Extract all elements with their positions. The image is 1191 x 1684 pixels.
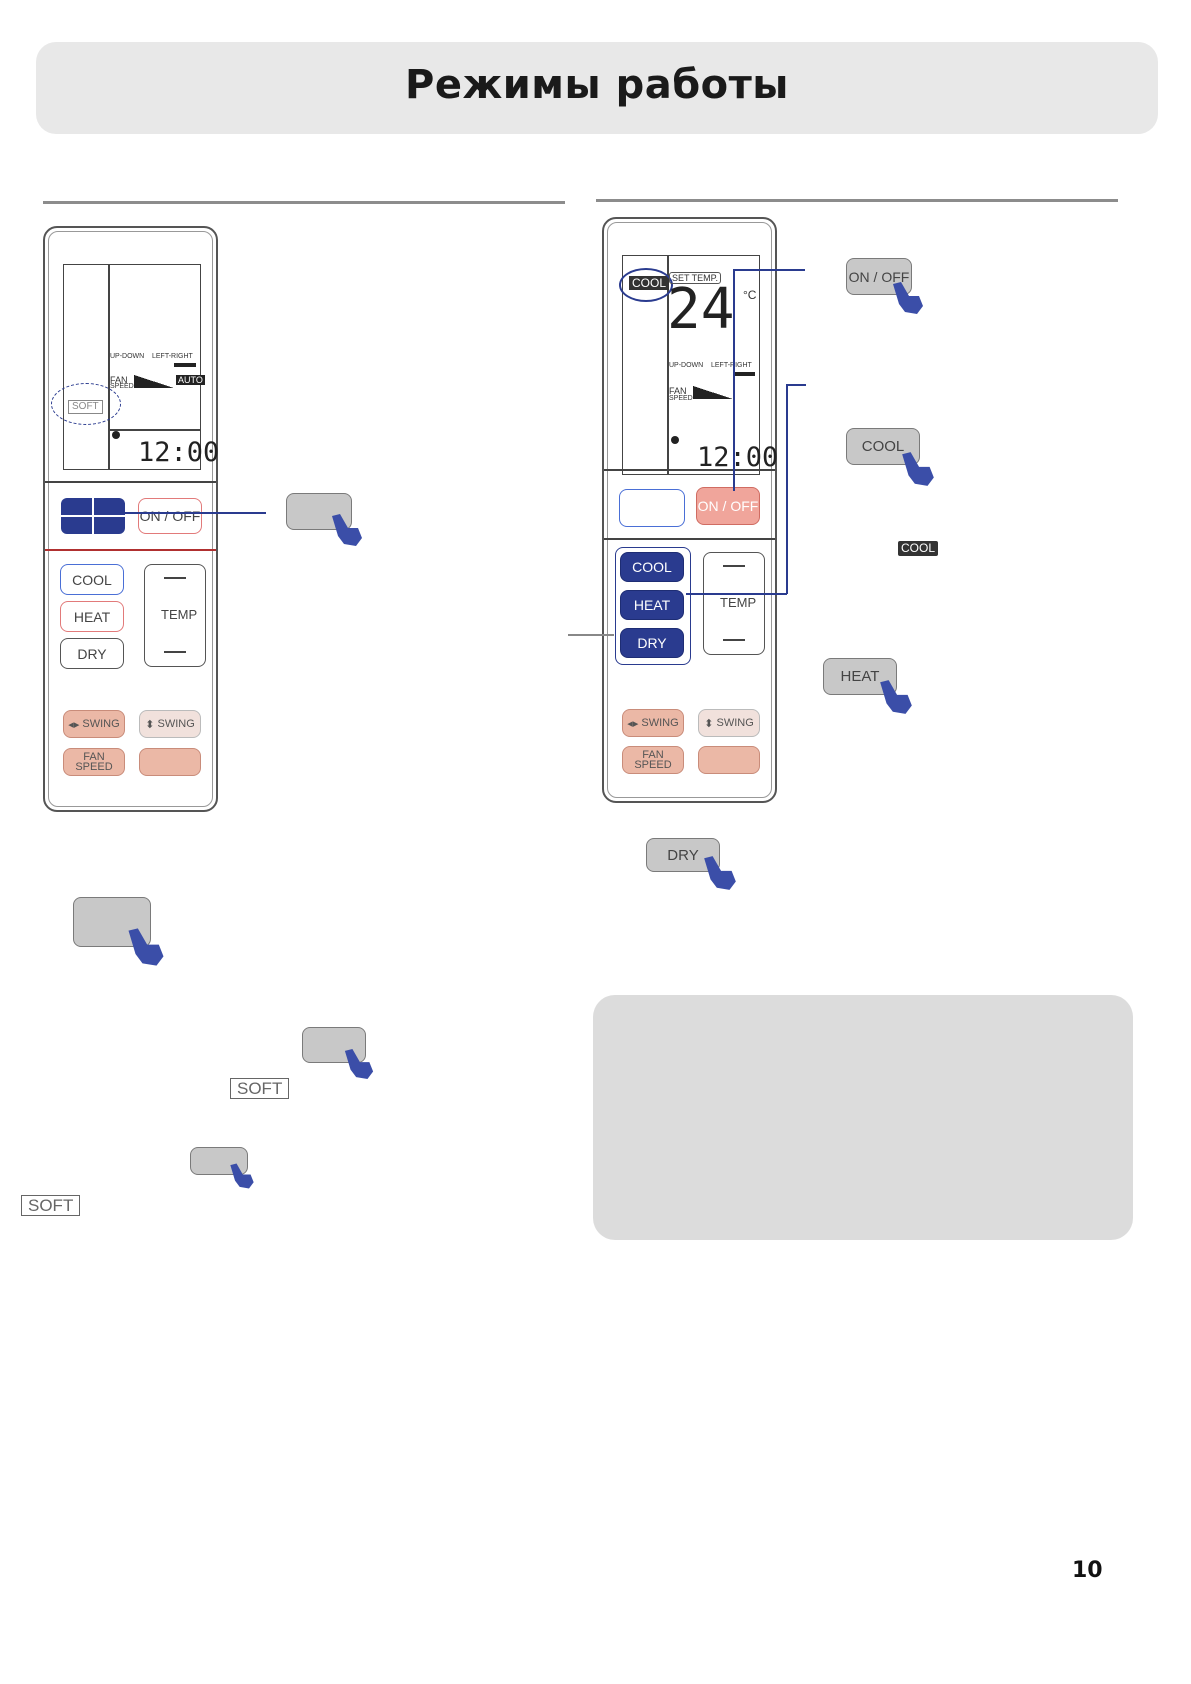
clock-icon	[112, 431, 120, 439]
leader-line-onoff-h	[733, 269, 805, 271]
swing-fan-icon	[174, 349, 196, 367]
leader-line-modes	[786, 384, 788, 594]
hand-pointer-icon	[344, 1048, 374, 1080]
leader-line-onoff	[733, 269, 735, 491]
fan-label: FAN	[669, 386, 687, 396]
temp-label: TEMP	[161, 607, 198, 622]
celsius-unit: °C	[743, 288, 757, 302]
heat-button[interactable]: HEAT	[60, 601, 124, 632]
cool-button[interactable]: COOL	[620, 552, 684, 582]
remote-control-left: UP-DOWN LEFT-RIGHT FAN SPEED AUTO SOFT 1…	[43, 226, 219, 812]
soft-indicator-label: SOFT	[230, 1078, 290, 1099]
hand-pointer-icon	[332, 514, 362, 546]
hand-pointer-icon	[230, 1163, 254, 1189]
clock-display: 12:00	[697, 442, 779, 473]
hand-pointer-icon	[704, 856, 736, 890]
on-off-button[interactable]: ON / OFF	[138, 498, 202, 534]
left-section-rule	[43, 201, 565, 204]
callout-cool: COOL	[846, 428, 920, 465]
page-title: Режимы работы	[405, 62, 789, 108]
cool-highlight-ellipse	[619, 268, 673, 302]
swing-horizontal-button[interactable]: ◂▸ SWING	[622, 709, 684, 737]
left-right-label: LEFT-RIGHT	[711, 362, 752, 369]
lcd-temperature: 24	[667, 277, 735, 342]
title-banner: Режимы работы	[36, 42, 1158, 134]
mode-button-block[interactable]	[61, 498, 125, 534]
leader-line-modes-top	[786, 384, 806, 386]
hand-pointer-icon	[880, 680, 912, 714]
page-number: 10	[1072, 1558, 1103, 1583]
cool-button[interactable]: COOL	[60, 564, 124, 595]
lcd-display-left: UP-DOWN LEFT-RIGHT FAN SPEED AUTO SOFT 1…	[51, 264, 219, 470]
soft-indicator-label-2: SOFT	[21, 1195, 81, 1216]
swing-fan-icon	[735, 360, 755, 376]
note-box	[593, 995, 1133, 1240]
dry-button[interactable]: DRY	[60, 638, 124, 669]
temp-rocker[interactable]: TEMP	[144, 564, 206, 667]
leader-line	[120, 512, 266, 514]
blank-button[interactable]	[139, 748, 201, 776]
right-section-rule	[596, 199, 1118, 202]
leader-line-dry	[568, 634, 614, 636]
leader-line-modes-h	[686, 593, 787, 595]
speed-label: SPEED	[669, 395, 693, 402]
left-right-label: LEFT-RIGHT	[152, 353, 193, 360]
fan-speed-bars-icon	[134, 375, 174, 388]
swing-vertical-button[interactable]: ⬍ SWING	[698, 709, 760, 737]
speed-label: SPEED	[110, 383, 134, 390]
on-off-button[interactable]: ON / OFF	[696, 487, 760, 525]
clock-icon	[671, 436, 679, 444]
swing-horizontal-button[interactable]: ◂▸ SWING	[63, 710, 125, 738]
auto-badge: AUTO	[176, 375, 205, 385]
temp-rocker[interactable]: TEMP	[703, 552, 765, 655]
blank-button[interactable]	[698, 746, 760, 774]
soft-highlight-ellipse	[51, 383, 121, 425]
swing-vertical-button[interactable]: ⬍ SWING	[139, 710, 201, 738]
remote-control-right: COOL SET TEMP. 24 °C UP-DOWN LEFT-RIGHT …	[602, 217, 778, 803]
set-temp-label: SET TEMP.	[669, 272, 722, 284]
fan-speed-bars-icon	[693, 386, 733, 399]
clock-display: 12:00	[138, 437, 220, 468]
up-down-label: UP-DOWN	[669, 362, 704, 369]
hand-pointer-icon	[128, 928, 164, 966]
heat-button[interactable]: HEAT	[620, 590, 684, 620]
up-down-label: UP-DOWN	[110, 353, 145, 360]
temp-up-icon[interactable]	[164, 577, 186, 579]
temp-down-icon[interactable]	[723, 639, 745, 641]
blank-outline-button[interactable]	[619, 489, 685, 527]
hand-pointer-icon	[902, 452, 934, 486]
hand-pointer-icon	[893, 282, 923, 314]
cool-indicator-tag: COOL	[898, 541, 939, 556]
fan-label: FAN	[110, 375, 128, 385]
dry-button[interactable]: DRY	[620, 628, 684, 658]
temp-label: TEMP	[720, 595, 757, 610]
mode-group-highlight	[615, 547, 691, 665]
temp-down-icon[interactable]	[164, 651, 186, 653]
temp-up-icon[interactable]	[723, 565, 745, 567]
lcd-display-right: COOL SET TEMP. 24 °C UP-DOWN LEFT-RIGHT …	[619, 255, 778, 475]
